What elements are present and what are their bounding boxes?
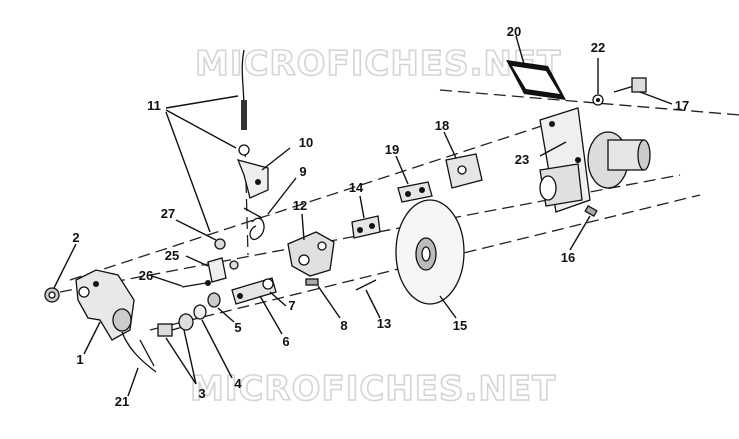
part-6-link xyxy=(231,277,277,305)
callout-6: 6 xyxy=(282,334,289,349)
part-12-cam xyxy=(287,231,335,277)
callout-11: 11 xyxy=(147,98,161,113)
callout-26: 26 xyxy=(139,268,153,283)
callout-27: 27 xyxy=(161,206,175,221)
callout-18: 18 xyxy=(435,118,449,133)
part-27-nut xyxy=(214,238,226,250)
callout-10: 10 xyxy=(299,135,313,150)
callout-4: 4 xyxy=(234,376,242,391)
callout-16: 16 xyxy=(561,250,575,265)
callout-8: 8 xyxy=(340,318,347,333)
callout-19: 19 xyxy=(385,142,399,157)
part-13-pin xyxy=(355,279,377,291)
callout-20: 20 xyxy=(507,24,521,39)
callout-labels: 1 2 3 4 5 6 7 8 9 10 11 12 13 14 15 16 1… xyxy=(72,24,689,409)
callout-21: 21 xyxy=(115,394,129,409)
callout-15: 15 xyxy=(453,318,467,333)
part-14-bracket xyxy=(351,215,381,239)
part-19-bracket xyxy=(397,181,433,203)
callout-12: 12 xyxy=(293,198,307,213)
part-26-screw xyxy=(181,280,211,288)
part-25-clip xyxy=(207,257,239,283)
part-22-washer xyxy=(592,94,604,106)
callout-13: 13 xyxy=(377,316,391,331)
part-1-housing xyxy=(75,269,135,341)
callout-5: 5 xyxy=(234,320,241,335)
part-8-key xyxy=(305,278,319,286)
part-4-washer xyxy=(193,304,207,320)
part-5-nut xyxy=(207,292,221,308)
part-20-decal xyxy=(506,60,566,100)
callout-3: 3 xyxy=(198,386,205,401)
part-11-cable xyxy=(238,49,250,156)
watermark-top: MICROFICHES.NET xyxy=(195,44,561,84)
part-18-bracket xyxy=(445,153,483,189)
callout-23: 23 xyxy=(515,152,529,167)
part-17-bolt xyxy=(613,77,647,93)
part-15-disc xyxy=(395,199,465,305)
callout-2: 2 xyxy=(72,230,79,245)
watermark-bottom: MICROFICHES.NET xyxy=(190,369,556,409)
callout-14: 14 xyxy=(349,180,364,195)
leader-lines xyxy=(53,35,673,397)
callout-22: 22 xyxy=(591,40,605,55)
callout-7: 7 xyxy=(288,298,295,313)
callout-17: 17 xyxy=(675,98,689,113)
callout-1: 1 xyxy=(76,352,83,367)
callout-25: 25 xyxy=(165,248,179,263)
part-9-spring xyxy=(243,207,265,241)
callout-9: 9 xyxy=(299,164,306,179)
part-10-bracket xyxy=(236,159,269,199)
part-hub xyxy=(539,131,651,207)
part-16-key xyxy=(584,205,598,217)
part-2-nut xyxy=(44,287,60,303)
part-21-cable xyxy=(121,331,157,373)
part-3-bolt xyxy=(157,313,194,337)
